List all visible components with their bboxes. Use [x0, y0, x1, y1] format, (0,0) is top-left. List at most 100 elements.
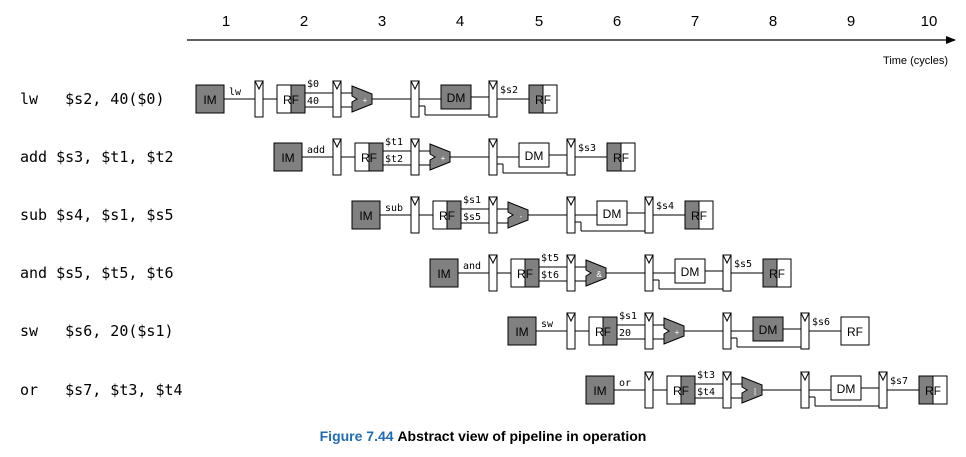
- register-file-read-label: RF: [673, 384, 689, 398]
- instruction-memory-label: IM: [515, 325, 528, 339]
- register-file-write-label: RF: [613, 151, 629, 165]
- fetch-label: and: [463, 261, 481, 272]
- clock-triangle: [800, 312, 810, 323]
- clock-triangle: [410, 80, 420, 91]
- cycle-label: 6: [613, 13, 621, 30]
- data-memory: [674, 258, 706, 284]
- writeback-register-label: $s4: [656, 201, 674, 212]
- clock-triangle: [644, 312, 654, 323]
- register-file-write-label: RF: [535, 93, 551, 107]
- register-file-write-label: RF: [925, 384, 941, 398]
- source-register-label: $s1: [619, 311, 637, 322]
- alu-operation: -: [520, 212, 523, 221]
- target-register-label: $s5: [463, 212, 481, 223]
- time-axis-label: Time (cycles): [883, 55, 948, 67]
- register-file-write: [840, 316, 870, 346]
- clock-triangle: [722, 254, 732, 265]
- register-file-read-label: RF: [439, 209, 455, 223]
- writeback-register-label: $s2: [500, 85, 518, 96]
- cycle-label: 9: [847, 13, 855, 30]
- alu-operation: +: [441, 154, 446, 163]
- figure-caption: Figure 7.44 Abstract view of pipeline in…: [0, 428, 966, 444]
- register-file-write-label: RF: [691, 209, 707, 223]
- clock-triangle: [722, 312, 732, 323]
- register-file-read-label: RF: [595, 325, 611, 339]
- clock-triangle: [722, 371, 732, 382]
- alu-operation: +: [363, 96, 368, 105]
- writeback-register-label: $s3: [578, 143, 596, 154]
- clock-triangle: [488, 196, 498, 207]
- clock-triangle: [410, 196, 420, 207]
- target-register-label: $t2: [385, 154, 403, 165]
- register-file-write-shade: [606, 142, 622, 172]
- clock-triangle: [410, 138, 420, 149]
- target-register-label: $t6: [541, 270, 559, 281]
- clock-triangle: [566, 312, 576, 323]
- clock-triangle: [644, 196, 654, 207]
- instruction-memory: [351, 200, 381, 230]
- register-file-write-label: RF: [769, 267, 785, 281]
- data-memory-label: DM: [525, 149, 544, 163]
- instruction-text: sub $s4, $s1, $s5: [20, 206, 174, 224]
- clock-triangle: [644, 254, 654, 265]
- time-axis: Time (cycles): [187, 36, 956, 67]
- fetch-label: sw: [541, 319, 554, 330]
- register-file-write-label: RF: [847, 325, 863, 339]
- register-file-read-shade: [446, 200, 462, 230]
- alu: [507, 201, 529, 229]
- clock-triangle: [566, 254, 576, 265]
- cycle-label: 10: [921, 13, 938, 30]
- cycle-label: 5: [535, 13, 543, 30]
- register-file-write-shade: [762, 258, 778, 288]
- alu: [429, 143, 451, 171]
- instruction-memory-label: IM: [593, 384, 606, 398]
- register-file-read-label: RF: [283, 93, 299, 107]
- clock-triangle: [566, 196, 576, 207]
- instruction-memory-label: IM: [359, 209, 372, 223]
- writeback-register-label: $s5: [734, 259, 752, 270]
- data-memory: [752, 316, 784, 342]
- clock-triangle: [488, 138, 498, 149]
- instruction-text: add $s3, $t1, $t2: [20, 148, 174, 166]
- target-register-label: $t4: [697, 387, 715, 398]
- pipeline-rows: IMlwRF$040+DM$s2RFIMaddRF$t1$t2+DM$s3RFI…: [195, 79, 948, 409]
- data-memory-label: DM: [837, 382, 856, 396]
- data-memory-label: DM: [681, 265, 700, 279]
- clock-triangle: [332, 138, 342, 149]
- cycle-label: 3: [378, 13, 386, 30]
- clock-triangle: [332, 80, 342, 91]
- instruction-memory-label: IM: [281, 151, 294, 165]
- clock-triangle: [254, 80, 264, 91]
- instruction-memory-label: IM: [203, 93, 216, 107]
- target-register-label: 40: [307, 96, 319, 107]
- cycle-label: 1: [222, 13, 230, 30]
- instruction-text: and $s5, $t5, $t6: [20, 264, 174, 282]
- register-file-read-shade: [680, 375, 696, 405]
- fetch-label: sub: [385, 203, 403, 214]
- source-register-label: $t1: [385, 137, 403, 148]
- cycle-label: 8: [769, 13, 777, 30]
- alu: [585, 259, 607, 287]
- clock-triangle: [878, 371, 888, 382]
- alu: [741, 376, 763, 404]
- figure-caption-text: Abstract view of pipeline in operation: [397, 428, 647, 444]
- register-file-read-shade: [368, 142, 384, 172]
- fetch-label: or: [619, 378, 631, 389]
- data-memory: [440, 84, 472, 110]
- register-file-read-shade: [602, 316, 618, 346]
- instruction-memory-label: IM: [437, 267, 450, 281]
- register-file-read-label: RF: [517, 267, 533, 281]
- alu-operation: &: [596, 270, 602, 279]
- writeback-register-label: $s7: [890, 376, 908, 387]
- register-file-read-shade: [524, 258, 540, 288]
- alu-operation: +: [675, 328, 680, 337]
- writeback-register-label: $s6: [812, 317, 830, 328]
- data-memory-label: DM: [759, 323, 778, 337]
- fetch-label: add: [307, 145, 325, 156]
